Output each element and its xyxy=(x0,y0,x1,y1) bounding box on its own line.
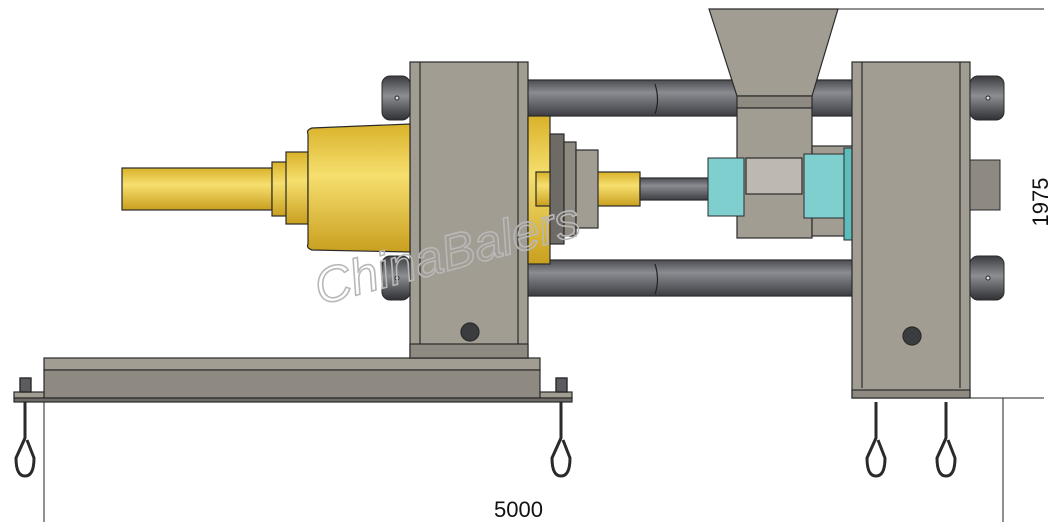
left-frame xyxy=(409,61,529,359)
dimension-width-label: 5000 xyxy=(494,497,543,522)
base-beam xyxy=(13,357,573,403)
dimension-lines xyxy=(43,8,1044,522)
anchor-bolts xyxy=(14,377,957,478)
feed-hopper xyxy=(708,8,839,109)
right-rod-nuts xyxy=(969,75,1005,301)
left-rod-nuts xyxy=(381,75,411,301)
right-frame xyxy=(851,61,971,399)
piston-rod xyxy=(549,133,741,245)
dimension-height-label: 1975 xyxy=(1028,178,1050,227)
